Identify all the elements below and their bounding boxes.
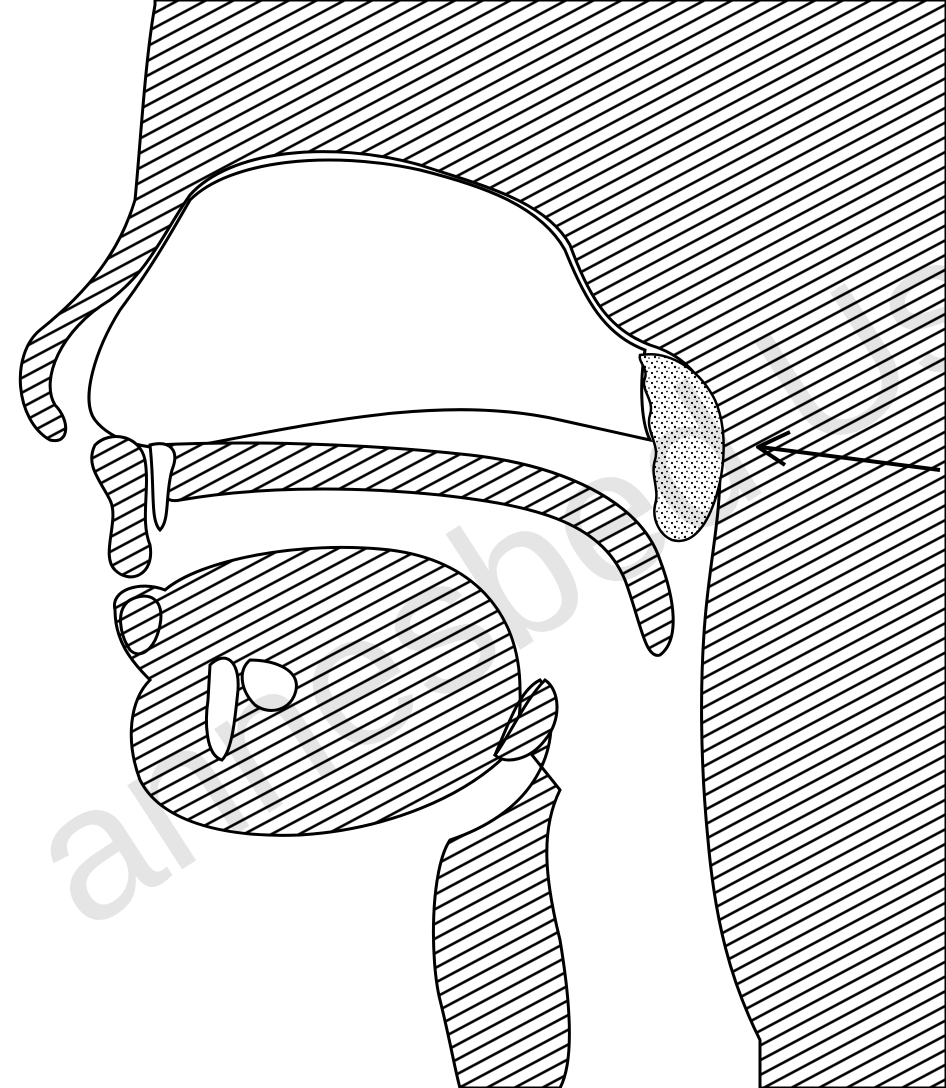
upper-lip bbox=[92, 437, 151, 577]
tongue-and-jaw bbox=[114, 547, 569, 1088]
